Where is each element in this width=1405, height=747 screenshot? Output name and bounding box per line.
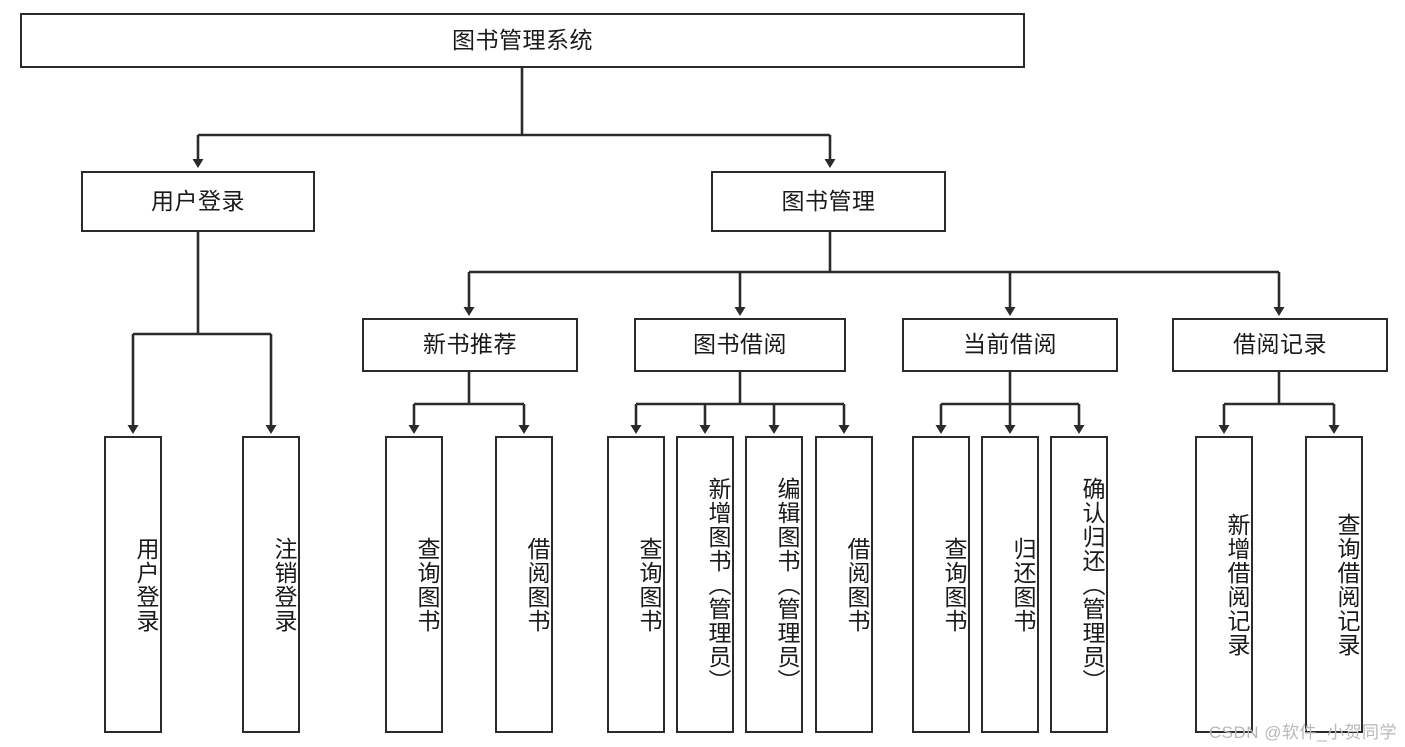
node-label: 注销登录: [271, 536, 297, 633]
leaf-borrow-book-recommend[interactable]: 借阅图书: [495, 436, 553, 733]
node-label: 查询图书: [941, 536, 967, 633]
leaf-confirm-return-admin[interactable]: 确认归还（管理员）: [1050, 436, 1108, 733]
node-label: 借阅图书: [524, 536, 550, 633]
leaf-edit-book-admin[interactable]: 编辑图书（管理员）: [745, 436, 803, 733]
node-label: 图书管理系统: [452, 26, 593, 53]
node-label: 归还图书: [1010, 536, 1036, 633]
node-label: 借阅图书: [844, 536, 870, 633]
node-book-management[interactable]: 图书管理: [711, 171, 946, 232]
node-book-borrow[interactable]: 图书借阅: [634, 318, 846, 372]
node-label: 图书借阅: [693, 331, 787, 358]
leaf-return-book[interactable]: 归还图书: [981, 436, 1039, 733]
leaf-logout[interactable]: 注销登录: [242, 436, 300, 733]
leaf-query-borrow-record[interactable]: 查询借阅记录: [1305, 436, 1363, 733]
leaf-query-book-recommend[interactable]: 查询图书: [385, 436, 443, 733]
node-label: 新书推荐: [423, 331, 517, 358]
leaf-add-book-admin[interactable]: 新增图书（管理员）: [676, 436, 734, 733]
node-label: 借阅记录: [1233, 331, 1327, 358]
node-label: 新增借阅记录: [1224, 512, 1250, 657]
node-label: 图书管理: [781, 187, 876, 214]
leaf-borrow-book[interactable]: 借阅图书: [815, 436, 873, 733]
leaf-query-book-current[interactable]: 查询图书: [912, 436, 970, 733]
leaf-user-login[interactable]: 用户登录: [104, 436, 162, 733]
node-label: 查询借阅记录: [1334, 512, 1360, 657]
node-borrow-record[interactable]: 借阅记录: [1172, 318, 1388, 372]
leaf-add-borrow-record[interactable]: 新增借阅记录: [1195, 436, 1253, 733]
node-label: 用户登录: [133, 536, 159, 633]
node-root-system[interactable]: 图书管理系统: [20, 13, 1025, 68]
node-label: 当前借阅: [963, 331, 1057, 358]
node-current-borrow[interactable]: 当前借阅: [902, 318, 1118, 372]
leaf-query-book-borrow[interactable]: 查询图书: [607, 436, 665, 733]
node-label: 确认归还（管理员）: [1079, 476, 1105, 693]
node-label: 查询图书: [636, 536, 662, 633]
node-label: 新增图书（管理员）: [705, 476, 731, 693]
node-label: 编辑图书（管理员）: [774, 476, 800, 693]
node-label: 用户登录: [151, 187, 245, 214]
node-user-login[interactable]: 用户登录: [81, 171, 315, 232]
node-new-book-recommend[interactable]: 新书推荐: [362, 318, 578, 372]
node-label: 查询图书: [414, 536, 440, 633]
watermark: CSDN @软件_小贺同学: [1208, 723, 1397, 742]
